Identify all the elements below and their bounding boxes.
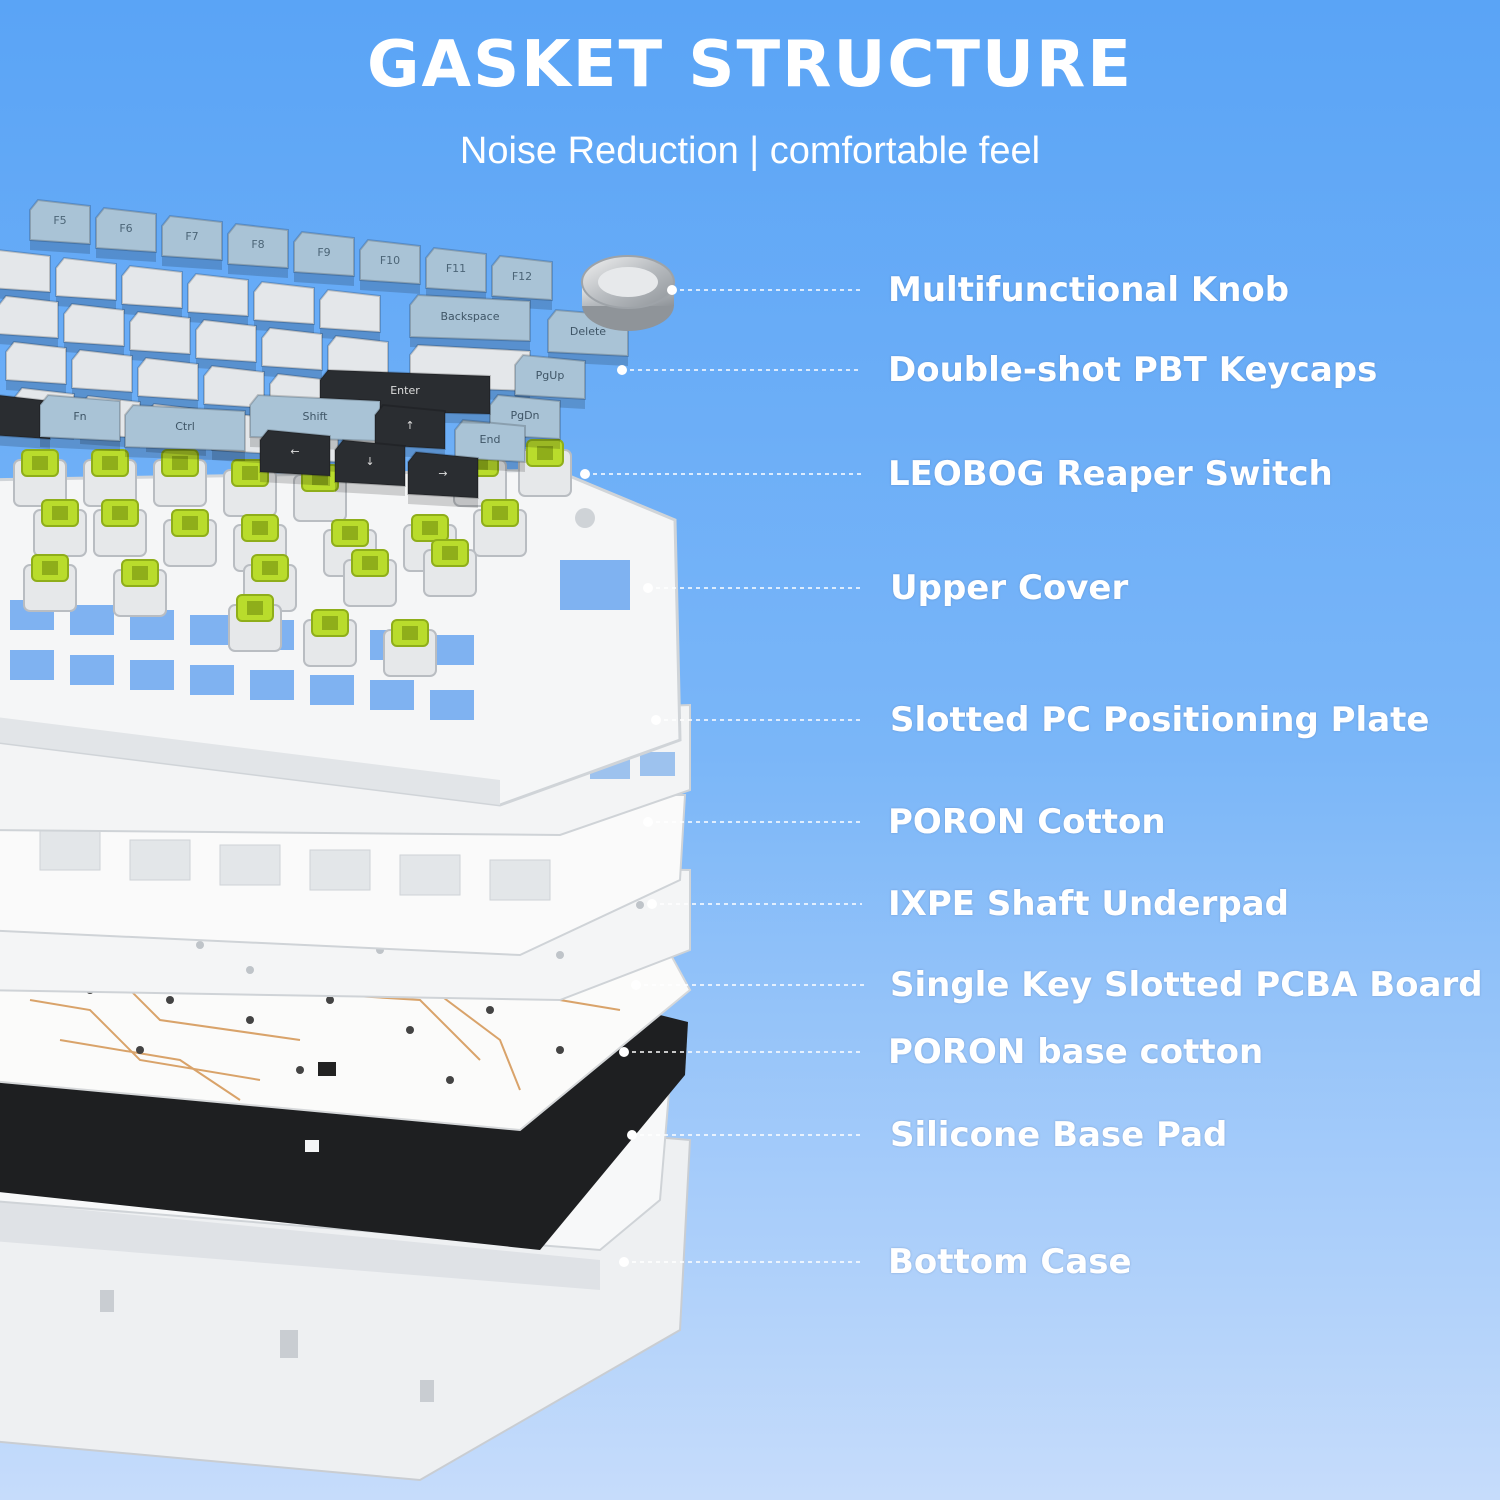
keycap-legend: F5 <box>53 214 66 227</box>
keycap <box>253 280 315 334</box>
keycap-legend: Delete <box>570 325 606 338</box>
switch <box>343 549 397 607</box>
layer-label: Bottom Case <box>888 1242 1132 1282</box>
layer-label: LEOBOG Reaper Switch <box>888 454 1333 494</box>
layer-label: Slotted PC Positioning Plate <box>890 700 1430 740</box>
switch <box>303 609 357 667</box>
layer-label: Upper Cover <box>890 568 1129 608</box>
keycap <box>55 256 117 310</box>
keycap-arrow-right: → <box>407 450 479 508</box>
layer-label: Silicone Base Pad <box>890 1115 1228 1155</box>
keycap <box>63 302 125 356</box>
keycaps-layer: F5F6F7F8F9F10F11F12BackspaceDeletePgUpPg… <box>0 198 629 508</box>
layer-label: PORON Cotton <box>888 802 1166 842</box>
keycap-legend: ↑ <box>405 419 414 432</box>
switch <box>83 449 137 507</box>
layer-label: Double-shot PBT Keycaps <box>888 350 1378 390</box>
switch <box>93 499 147 557</box>
keycap-fn: F9 <box>293 230 355 286</box>
layer-label: PORON base cotton <box>888 1032 1264 1072</box>
layer-label: Single Key Slotted PCBA Board <box>890 965 1483 1005</box>
page-subtitle: Noise Reduction | comfortable feel <box>459 130 1041 172</box>
keycap-legend: Enter <box>390 384 420 397</box>
switch <box>383 619 437 677</box>
keycap-ctrl: Ctrl <box>124 403 246 461</box>
switch <box>113 559 167 617</box>
keycap <box>5 340 67 394</box>
keycap-legend: F12 <box>512 270 532 283</box>
keycap-fn: F7 <box>161 214 223 270</box>
multifunctional-knob <box>581 255 675 331</box>
keycap-legend: ← <box>290 445 299 458</box>
switch <box>518 439 572 497</box>
keycap <box>137 356 199 410</box>
keycap <box>0 294 59 348</box>
layer-label: Multifunctional Knob <box>888 270 1290 310</box>
switch <box>163 509 217 567</box>
keycap <box>319 288 381 342</box>
switch <box>13 449 67 507</box>
keycap-backspace: Backspace <box>409 293 531 351</box>
keycap-legend: ↓ <box>365 455 374 468</box>
keycap-legend: F8 <box>251 238 264 251</box>
switch <box>473 499 527 557</box>
keycap-legend: PgDn <box>510 409 539 422</box>
keycap-fn: F8 <box>227 222 289 278</box>
switch <box>228 594 282 652</box>
keycap-arrow-down: ↓ <box>334 438 406 496</box>
keycap <box>71 348 133 402</box>
keycap-arrow-left: ← <box>259 428 331 486</box>
keycap <box>129 310 191 364</box>
keycap-legend: → <box>438 467 447 480</box>
switch <box>33 499 87 557</box>
switch <box>153 449 207 507</box>
keycap-legend: F7 <box>185 230 198 243</box>
keycap-fn: F5 <box>29 198 91 254</box>
keycap-fn: F6 <box>95 206 157 262</box>
keycap-legend: Fn <box>73 410 86 423</box>
keycap-legend: F9 <box>317 246 330 259</box>
keycap-fn: F11 <box>425 246 487 302</box>
keycap-legend: F11 <box>446 262 466 275</box>
keycap-legend: End <box>480 433 501 446</box>
keycap-legend: Shift <box>302 410 328 423</box>
keycap <box>121 264 183 318</box>
keycap <box>0 249 51 302</box>
switch <box>423 539 477 597</box>
keycap-legend: F10 <box>380 254 400 267</box>
switches-layer <box>13 439 572 677</box>
keycap <box>261 326 323 380</box>
keycap-legend: F6 <box>119 222 132 235</box>
keycap-fn: F10 <box>359 238 421 294</box>
page-title: GASKET STRUCTURE <box>367 28 1133 102</box>
keycap-legend: Ctrl <box>175 420 195 433</box>
keycap-fn-mod: Fn <box>39 393 121 451</box>
switch <box>223 459 277 517</box>
keycap-legend: PgUp <box>536 369 565 382</box>
keycap-legend: Backspace <box>441 310 500 323</box>
switch <box>23 554 77 612</box>
keycap <box>187 272 249 326</box>
leader-lines <box>580 285 864 1267</box>
keycap <box>195 318 257 372</box>
layer-label: IXPE Shaft Underpad <box>888 884 1289 924</box>
